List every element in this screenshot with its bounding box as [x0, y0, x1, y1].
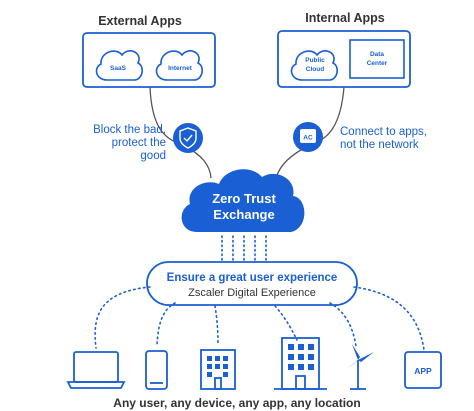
security-shield-icon [173, 123, 203, 153]
device-dotted-links [94, 286, 425, 351]
phone-icon [145, 350, 168, 390]
data-center-label-1: Data [370, 51, 384, 58]
external-apps-title: External Apps [98, 14, 182, 28]
external-apps-box [82, 32, 216, 88]
right-caption-line-2: not the network [340, 139, 419, 151]
left-caption-line-1: Block the bad, [93, 124, 166, 136]
right-caption-line-1: Connect to apps, [340, 126, 427, 138]
zero-trust-exchange-cloud: Zero Trust Exchange [181, 169, 305, 232]
digital-experience-banner: Ensure a great user experience Zscaler D… [146, 261, 358, 306]
data-center-icon: Data Center [349, 39, 405, 79]
connect-to-apps-caption: Connect to apps, not the network [340, 126, 470, 152]
data-center-label-2: Center [367, 60, 388, 67]
public-cloud-icon: Public Cloud [290, 50, 338, 81]
app-connector-label: AC [303, 135, 313, 142]
building-icon [200, 349, 236, 390]
exchange-dotted-links [221, 235, 267, 261]
internet-cloud-icon: Internet [155, 50, 203, 81]
block-the-bad-caption: Block the bad, protect the good [80, 124, 166, 163]
office-tower-icon [274, 337, 327, 390]
internet-label: Internet [168, 65, 193, 72]
saas-cloud-icon: SaaS [95, 50, 143, 81]
app-icon: APP [404, 351, 442, 389]
exchange-line-1: Zero Trust [212, 191, 276, 206]
footer-tagline: Any user, any device, any app, any locat… [113, 396, 361, 410]
left-caption-line-2: protect the [111, 137, 166, 149]
app-icon-label: APP [414, 366, 432, 376]
internal-apps-title: Internal Apps [305, 11, 385, 25]
public-cloud-label-1: Public [305, 57, 325, 64]
public-cloud-label-2: Cloud [306, 66, 324, 73]
left-caption-line-3: good [140, 150, 166, 162]
experience-subtitle: Zscaler Digital Experience [188, 287, 316, 299]
exchange-line-2: Exchange [213, 207, 274, 222]
wind-turbine-icon [346, 344, 374, 390]
app-connector-icon: AC [293, 122, 323, 152]
saas-label: SaaS [110, 65, 127, 72]
experience-headline: Ensure a great user experience [167, 272, 338, 284]
laptop-icon [66, 351, 126, 389]
